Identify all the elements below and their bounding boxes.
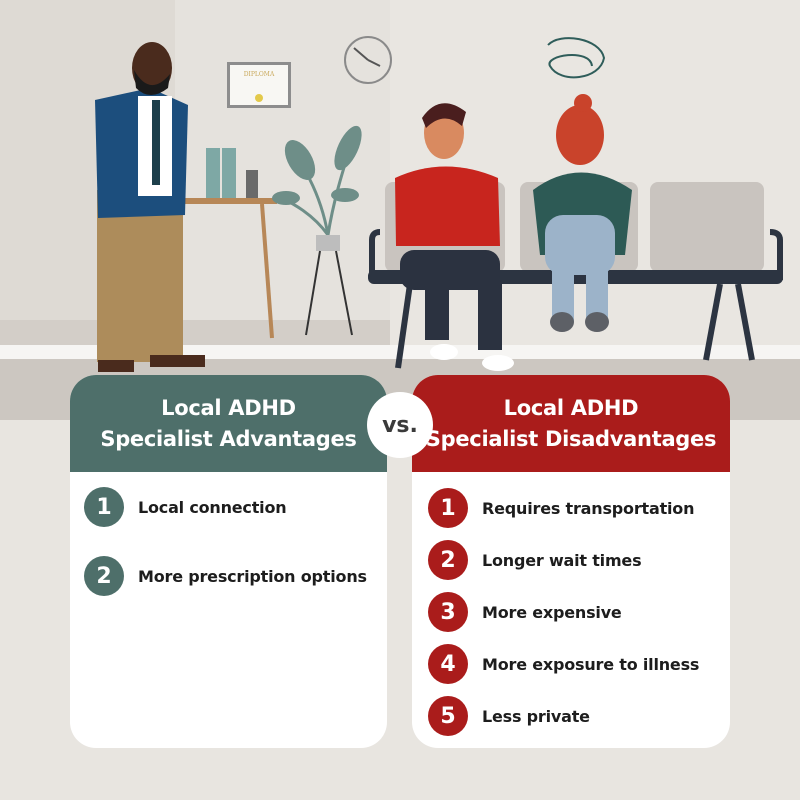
disadvantage-item: 5 Less private (428, 696, 590, 736)
desk (185, 148, 277, 339)
disadvantage-item: 1 Requires transportation (428, 488, 694, 528)
disadvantage-item: 4 More exposure to illness (428, 644, 699, 684)
item-label: Less private (482, 706, 590, 726)
number-badge: 1 (428, 488, 468, 528)
advantage-item: 1 Local connection (84, 487, 287, 527)
waiting-room-illustration: DIPLOMA (0, 0, 800, 420)
number-badge: 1 (84, 487, 124, 527)
number-badge: 4 (428, 644, 468, 684)
disadvantages-card: Local ADHD Specialist Disadvantages 1 Req… (412, 375, 730, 748)
item-label: Requires transportation (482, 498, 695, 518)
number-badge: 2 (84, 556, 124, 596)
advantages-title: Local ADHD Specialist Advantages (70, 375, 387, 472)
number-badge: 5 (428, 696, 468, 736)
advantages-title-line1: Local ADHD (161, 395, 296, 420)
advantage-item: 2 More prescription options (84, 556, 367, 596)
diploma-frame: DIPLOMA (227, 62, 291, 108)
item-label: Longer wait times (482, 550, 642, 570)
doctor-figure (95, 42, 205, 372)
vs-badge: vs. (367, 392, 433, 458)
number-badge: 3 (428, 592, 468, 632)
scribble-stress-icon (547, 37, 606, 79)
advantages-title-line2: Specialist Advantages (100, 426, 357, 451)
advantages-card: Local ADHD Specialist Advantages 1 Local … (70, 375, 387, 748)
disadvantages-title-line2: Specialist Disadvantages (425, 426, 717, 451)
disadvantages-title-line1: Local ADHD (503, 395, 639, 420)
svg-text:DIPLOMA: DIPLOMA (244, 71, 275, 78)
disadvantage-item: 2 Longer wait times (428, 540, 642, 580)
number-badge: 2 (428, 540, 468, 580)
seated-man-figure (395, 103, 514, 371)
item-label: More exposure to illness (482, 654, 700, 674)
disadvantages-title: Local ADHD Specialist Disadvantages (412, 375, 730, 472)
clock-icon (344, 36, 392, 84)
item-label: Local connection (138, 497, 287, 517)
disadvantage-item: 3 More expensive (428, 592, 622, 632)
potted-plant (272, 125, 362, 336)
item-label: More expensive (482, 602, 622, 622)
item-label: More prescription options (138, 566, 367, 586)
stressed-woman-figure (533, 37, 632, 332)
